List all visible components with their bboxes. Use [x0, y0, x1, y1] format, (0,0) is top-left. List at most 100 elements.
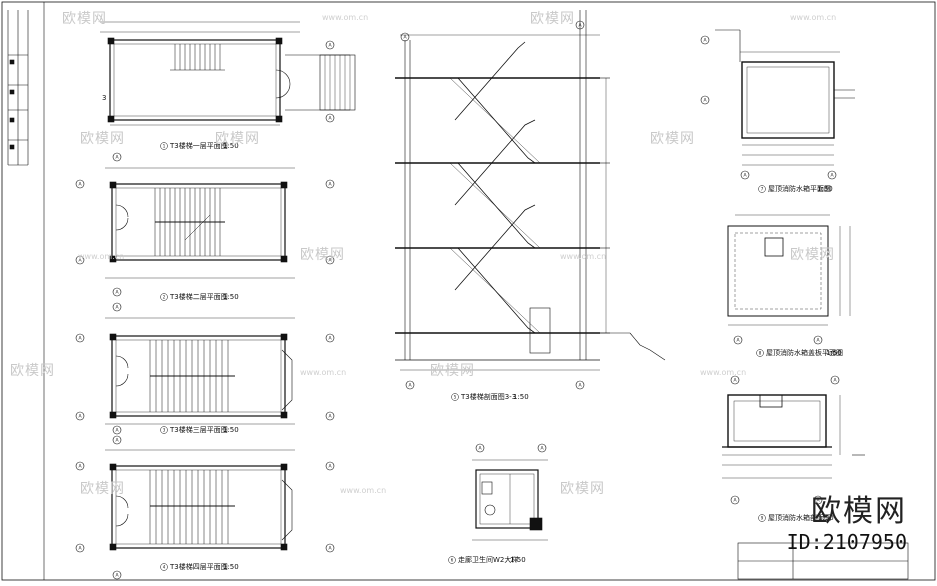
svg-text:A: A — [744, 173, 748, 179]
w2-title: 走廊卫生间W2大样 — [458, 555, 518, 564]
axis-tags-w2: A A — [479, 446, 545, 452]
section-scale: 1:50 — [513, 393, 529, 401]
svg-text:A: A — [329, 43, 333, 49]
svg-text:A: A — [79, 182, 83, 188]
svg-text:A: A — [734, 378, 738, 384]
tank-cover-number: 8 — [759, 351, 762, 356]
plan-4-title: T3楼梯四层平面图 — [169, 562, 228, 571]
watermark-logo: 欧模网 — [430, 363, 475, 379]
watermark-logo: 欧模网 — [560, 481, 605, 497]
plan-3-third-floor — [75, 302, 335, 435]
plan-1-scale: 1:50 — [223, 142, 239, 150]
tank-section-number: 9 — [761, 516, 764, 521]
plan-4-scale: 1:50 — [223, 563, 239, 571]
plan-2-scale: 1:50 — [223, 293, 239, 301]
tank-cover-title: 屋顶消防水箱盖板平面图 — [766, 348, 843, 357]
svg-text:A: A — [329, 258, 333, 264]
tank-section-detail — [722, 375, 865, 505]
svg-text:A: A — [704, 98, 708, 104]
watermark-logo: 欧模网 — [80, 481, 125, 497]
svg-text:A: A — [79, 464, 83, 470]
axis-tags-tank-plan: A A A A — [704, 38, 835, 179]
watermark-logo: 欧模网 — [215, 131, 260, 147]
watermark-url: www.om.cn — [340, 486, 387, 495]
w2-number: 6 — [451, 558, 454, 563]
svg-text:A: A — [404, 35, 408, 41]
axis-tags-plan-3: A A A A A A — [79, 305, 333, 434]
svg-text:A: A — [479, 446, 483, 452]
watermark-url: www.om.cn — [560, 252, 607, 261]
watermark-logo: 欧模网 — [790, 247, 835, 263]
svg-text:A: A — [409, 383, 413, 389]
plan-4-fourth-floor — [75, 435, 335, 580]
tank-cover-detail — [727, 214, 851, 345]
svg-text:A: A — [329, 414, 333, 420]
plan-1-ground-floor — [100, 21, 356, 126]
plan-2-second-floor — [75, 152, 335, 297]
svg-text:A: A — [579, 23, 583, 29]
plan-3-number: 3 — [163, 428, 166, 433]
w2-toilet-detail — [472, 443, 548, 541]
stair-section-drawing — [395, 10, 666, 390]
tank-plan-detail — [700, 29, 855, 180]
svg-text:A: A — [79, 336, 83, 342]
svg-text:A: A — [541, 446, 545, 452]
svg-text:A: A — [329, 116, 333, 122]
svg-text:A: A — [329, 182, 333, 188]
watermark-url: www.om.cn — [322, 13, 369, 22]
section-number: 5 — [454, 395, 457, 400]
plan-2-title: T3楼梯二层平面图 — [169, 292, 228, 301]
svg-text:A: A — [831, 173, 835, 179]
w2-scale: 1:50 — [510, 556, 526, 564]
plan-1-title: T3楼梯一层平面图 — [169, 141, 228, 150]
axis-tags-tank-section: A A A A — [734, 378, 838, 504]
plan-2-number: 2 — [163, 295, 166, 300]
svg-text:A: A — [79, 258, 83, 264]
svg-text:A: A — [704, 38, 708, 44]
tank-plan-title: 屋顶消防水箱平面图 — [768, 184, 831, 193]
plan-3-title: T3楼梯三层平面图 — [169, 425, 228, 434]
watermark-url: www.om.cn — [790, 13, 837, 22]
axis-tags-plan-4: A A A A A A — [79, 438, 333, 579]
svg-text:A: A — [579, 383, 583, 389]
svg-text:A: A — [329, 464, 333, 470]
tank-section-title: 屋顶消防水箱剖面图 — [768, 513, 831, 522]
svg-text:A: A — [116, 573, 120, 579]
section-marker: 3 — [102, 94, 106, 102]
watermark-url: www.om.cn — [300, 368, 347, 377]
svg-text:A: A — [79, 546, 83, 552]
svg-text:A: A — [834, 378, 838, 384]
brand-logo: 欧模网 — [811, 494, 907, 529]
svg-text:A: A — [116, 290, 120, 296]
plan-3-scale: 1:50 — [223, 426, 239, 434]
svg-text:A: A — [116, 305, 120, 311]
svg-text:A: A — [734, 498, 738, 504]
axis-tags-plan-2: A A A A A A — [79, 155, 333, 296]
brand-id: ID:2107950 — [786, 530, 907, 554]
svg-text:A: A — [116, 155, 120, 161]
svg-text:A: A — [817, 498, 821, 504]
axis-tags-tank-cover: A A — [737, 338, 821, 344]
svg-text:A: A — [116, 428, 120, 434]
svg-text:A: A — [79, 414, 83, 420]
axis-tags-section: A A A A — [404, 23, 583, 389]
section-title: T3楼梯剖面图3-3 — [460, 392, 516, 401]
svg-text:A: A — [329, 336, 333, 342]
svg-text:A: A — [329, 546, 333, 552]
title-block — [737, 542, 909, 580]
svg-text:A: A — [737, 338, 741, 344]
watermark-logo: 欧模网 — [62, 11, 107, 27]
svg-text:A: A — [116, 438, 120, 444]
watermark-logo: 欧模网 — [80, 131, 125, 147]
tank-plan-scale: 1:50 — [817, 185, 833, 193]
tank-cover-scale: 1:50 — [826, 349, 842, 357]
watermark-url: www.om.cn — [78, 252, 125, 261]
plan-1-number: 1 — [163, 144, 166, 149]
watermark-logo: 欧模网 — [10, 363, 55, 379]
tank-plan-number: 7 — [761, 187, 764, 192]
plan-4-number: 4 — [163, 565, 166, 570]
watermark-logo: 欧模网 — [530, 11, 575, 27]
